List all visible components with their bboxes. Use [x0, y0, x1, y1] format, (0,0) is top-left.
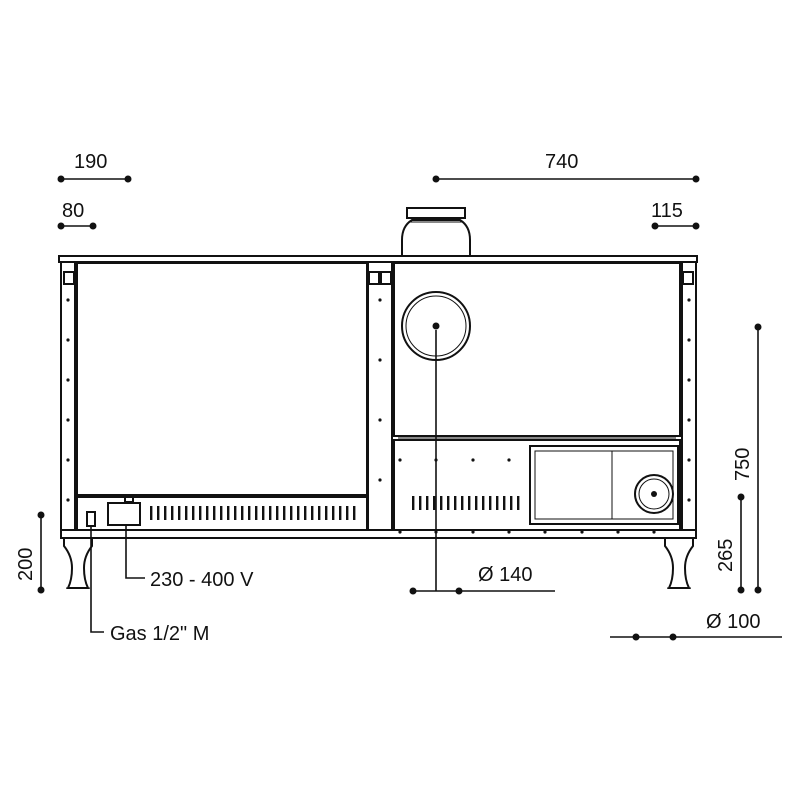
- diameter-140-callout: Ø 140: [409, 330, 555, 595]
- dimension-265-label: 265: [715, 539, 737, 572]
- dimension-115-label: 115: [651, 200, 683, 222]
- vent-slot: [150, 506, 153, 520]
- dimension-190-label: 190: [74, 151, 107, 173]
- vent-slot: [283, 506, 286, 520]
- vent-slot: [199, 506, 202, 520]
- vent-slot: [447, 496, 450, 510]
- vent-slot: [433, 496, 436, 510]
- dimension-115: 115: [651, 200, 700, 230]
- vent-slot: [353, 506, 356, 520]
- vent-slot: [262, 506, 265, 520]
- vent-slot: [269, 506, 272, 520]
- vent-slot: [318, 506, 321, 520]
- vent-slot: [503, 496, 506, 510]
- vent-slot: [178, 506, 181, 520]
- vent-slot: [171, 506, 174, 520]
- dimension-750-label: 750: [732, 448, 754, 481]
- vent-slot: [426, 496, 429, 510]
- vent-slot: [192, 506, 195, 520]
- flue-collar: [401, 207, 471, 257]
- dimension-200: 200: [15, 511, 45, 594]
- electric-callout-label: 230 - 400 V: [150, 569, 254, 591]
- vent-slot: [468, 496, 471, 510]
- left-oven-door: [76, 262, 368, 496]
- dimension-200-label: 200: [15, 548, 37, 581]
- vent-slot: [227, 506, 230, 520]
- dimension-740: 740: [432, 151, 700, 183]
- dimension-750: 750: [732, 323, 762, 594]
- vent-slot: [332, 506, 335, 520]
- vent-slot: [248, 506, 251, 520]
- vent-slot: [241, 506, 244, 520]
- right-vent-slots: [412, 496, 520, 510]
- vent-slot: [297, 506, 300, 520]
- vent-slot: [325, 506, 328, 520]
- vent-slot: [157, 506, 160, 520]
- vent-slot: [234, 506, 237, 520]
- vent-slot: [496, 496, 499, 510]
- vent-slot: [304, 506, 307, 520]
- air-inlet-box: [529, 445, 679, 525]
- vent-slot: [510, 496, 513, 510]
- vent-slot: [454, 496, 457, 510]
- vent-slot: [164, 506, 167, 520]
- vent-slot: [461, 496, 464, 510]
- diameter-100-label: Ø 100: [706, 611, 760, 633]
- left-foot: [63, 537, 93, 589]
- gas-callout: Gas 1/2" M: [90, 526, 209, 645]
- gas-connection: [86, 511, 96, 527]
- dimension-190: 190: [57, 151, 132, 183]
- vent-slot: [489, 496, 492, 510]
- vent-slot: [220, 506, 223, 520]
- vent-slot: [517, 496, 520, 510]
- vent-slot: [255, 506, 258, 520]
- right-foot: [664, 537, 694, 589]
- diameter-100-callout: Ø 100: [610, 611, 782, 641]
- diameter-140-label: Ø 140: [478, 564, 532, 586]
- hinge-brackets: [63, 271, 694, 285]
- vent-slot: [339, 506, 342, 520]
- vent-slot: [482, 496, 485, 510]
- side-rivets: [66, 298, 691, 502]
- vent-slot: [440, 496, 443, 510]
- vent-slot: [419, 496, 422, 510]
- vent-slot: [311, 506, 314, 520]
- dimension-265: 265: [715, 493, 745, 594]
- vent-slot: [346, 506, 349, 520]
- vent-slot: [290, 506, 293, 520]
- electric-callout: 230 - 400 V: [125, 525, 254, 591]
- dimension-80: 80: [57, 200, 97, 230]
- electric-terminal-box: [107, 496, 141, 526]
- vent-slot: [213, 506, 216, 520]
- left-vent-slots: [150, 506, 356, 520]
- vent-slot: [206, 506, 209, 520]
- dimension-80-label: 80: [62, 200, 84, 222]
- dimension-740-label: 740: [545, 151, 578, 173]
- vent-slot: [412, 496, 415, 510]
- vent-slot: [276, 506, 279, 520]
- vent-slot: [475, 496, 478, 510]
- gas-callout-label: Gas 1/2" M: [110, 623, 209, 645]
- vent-slot: [185, 506, 188, 520]
